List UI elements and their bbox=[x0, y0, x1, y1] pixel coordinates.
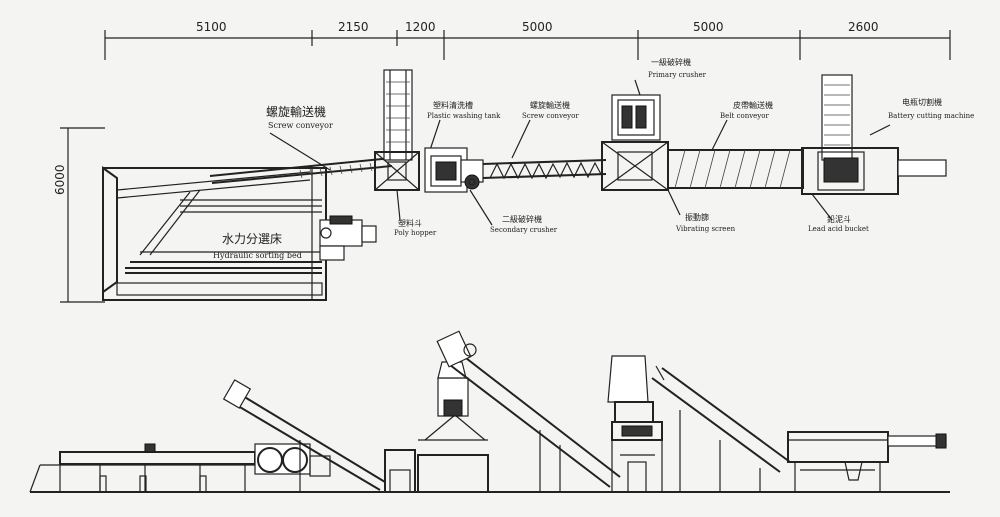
belt-conveyor-plan: 皮帶輸送機 Belt conveyor bbox=[667, 100, 804, 189]
poly-hopper-elevation bbox=[384, 449, 416, 493]
plastic-washing-tank-label-en: Plastic washing tank bbox=[427, 112, 501, 120]
poly-hopper-label-cn: 塑料斗 bbox=[398, 218, 422, 228]
hydraulic-sorting-bed: 水力分選床 Hydraulic sorting bed bbox=[102, 166, 327, 301]
primary-crusher-elevation bbox=[607, 355, 663, 493]
screw-conveyor-elevation bbox=[222, 379, 386, 492]
vibrating-screen-label-cn: 振動篩 bbox=[685, 212, 709, 222]
screw-conveyor-plan: 螺旋輸送機 Screw conveyor bbox=[209, 104, 393, 184]
battery-cutting-elevation bbox=[787, 431, 947, 492]
belt-conveyor-label-en: Belt conveyor bbox=[720, 112, 769, 120]
plastic-washing-tank-label-cn: 塑料清洗槽 bbox=[433, 100, 473, 110]
sorting-bed-elevation bbox=[29, 443, 331, 493]
poly-hopper-assembly: 塑料斗 Poly hopper bbox=[374, 69, 437, 237]
screw-conveyor-2-label-en: Screw conveyor bbox=[522, 112, 579, 120]
screw-conveyor-2-label-cn: 螺旋輸送機 bbox=[530, 100, 570, 110]
secondary-crusher-elevation bbox=[417, 330, 621, 493]
height-dimension: 6000 bbox=[53, 127, 105, 303]
lead-acid-bucket-label-cn: 鉛泥斗 bbox=[827, 214, 851, 224]
vibrating-screen-label-en: Vibrating screen bbox=[675, 225, 736, 233]
dim-5000-b: 5000 bbox=[693, 20, 724, 34]
screw-conveyor-label-cn: 螺旋輸送機 bbox=[266, 104, 326, 119]
dim-5100: 5100 bbox=[196, 20, 227, 34]
dim-2150: 2150 bbox=[338, 20, 369, 34]
belt-conveyor-label-cn: 皮帶輸送機 bbox=[733, 100, 773, 110]
top-dimension-chain: 5100 2150 1200 5000 5000 2600 bbox=[104, 20, 951, 60]
screw-conveyor-label-en: Screw conveyor bbox=[268, 121, 333, 130]
primary-crusher-label-en: Primary crusher bbox=[648, 71, 707, 79]
battery-cutting-label-cn: 电瓶切割機 bbox=[902, 97, 942, 107]
belt-conveyor-elevation bbox=[651, 365, 791, 492]
dim-6000: 6000 bbox=[53, 164, 67, 195]
secondary-crusher-label-cn: 二級破碎機 bbox=[502, 214, 542, 224]
lead-acid-bucket-label-en: Lead acid bucket bbox=[808, 225, 869, 233]
secondary-crusher-label-en: Secondary crusher bbox=[490, 226, 558, 234]
sorting-bed-drive-motor bbox=[319, 215, 377, 261]
battery-cutting-label-en: Battery cutting machine bbox=[888, 112, 974, 120]
elevation-view bbox=[29, 330, 950, 493]
primary-crusher-label-cn: 一級破碎機 bbox=[651, 57, 691, 67]
dim-1200: 1200 bbox=[405, 20, 436, 34]
hydraulic-sorting-label-en: Hydraulic sorting bed bbox=[213, 251, 302, 260]
secondary-crusher-plan: 二級破碎機 Secondary crusher bbox=[424, 147, 558, 234]
dim-2600: 2600 bbox=[848, 20, 879, 34]
primary-crusher-plan: 一級破碎機 Primary crusher 振動篩 Vibrating scre… bbox=[601, 57, 736, 233]
dim-5000-a: 5000 bbox=[522, 20, 553, 34]
poly-hopper-label-en: Poly hopper bbox=[394, 229, 437, 237]
screw-conveyor-2-plan: 螺旋輸送機 Screw conveyor bbox=[482, 100, 607, 180]
plastic-washing-tank-label: 塑料清洗槽 Plastic washing tank bbox=[427, 100, 501, 151]
hydraulic-sorting-label-cn: 水力分選床 bbox=[222, 232, 282, 246]
battery-cutting-machine-plan: 电瓶切割機 Battery cutting machine 鉛泥斗 Lead a… bbox=[801, 74, 974, 233]
